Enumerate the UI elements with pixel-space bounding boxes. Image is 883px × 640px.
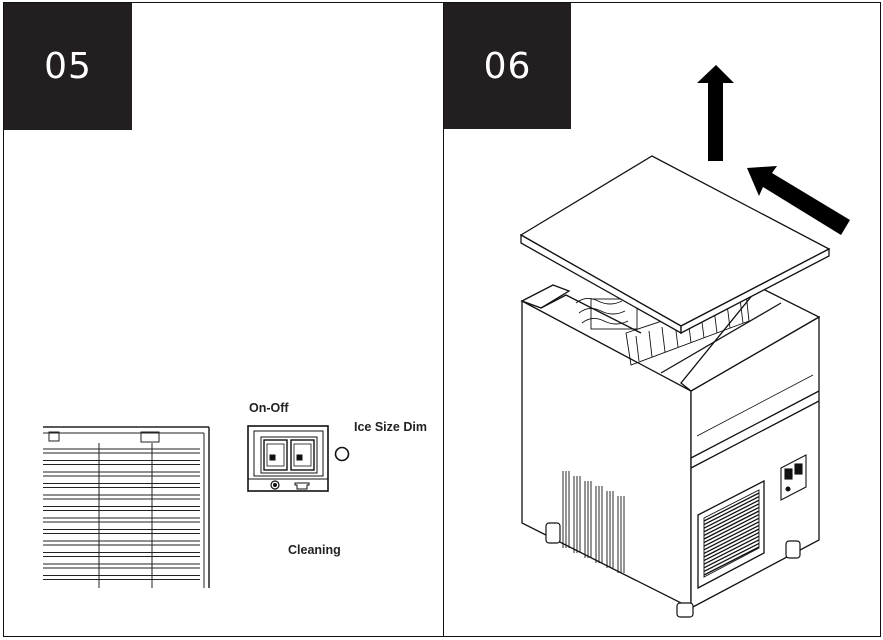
grille-slat	[703, 521, 760, 551]
grille-slat	[703, 535, 760, 565]
top-lid	[519, 155, 831, 335]
grille-slat	[703, 517, 760, 547]
slide-back-arrow-icon	[747, 166, 850, 235]
ice-size-dim-label: Ice Size Dim	[354, 420, 427, 434]
grille-slat	[703, 499, 760, 529]
grille-slat	[703, 492, 760, 522]
grille-slat	[703, 524, 760, 554]
side-vents	[562, 471, 625, 573]
grille-slat	[703, 539, 760, 569]
step-05-badge: 05	[4, 3, 132, 130]
step-05-panel: 05 On-Off Ic	[3, 2, 445, 637]
grille-slat	[703, 506, 760, 536]
machine-feet	[545, 522, 801, 618]
ice-size-dial[interactable]	[334, 446, 350, 462]
front-grille	[43, 426, 210, 588]
grille-slat	[703, 503, 760, 533]
cleaning-label: Cleaning	[288, 543, 341, 557]
control-panel-illustration	[43, 425, 350, 588]
on-off-label: On-Off	[249, 401, 289, 415]
grille-slat	[703, 510, 760, 540]
ice-machine-cabinet	[520, 284, 821, 610]
grille-slat	[703, 514, 760, 544]
grille-slat	[703, 546, 760, 576]
grille-slat	[703, 496, 760, 526]
lift-up-arrow-icon	[697, 65, 734, 161]
front-control-panel	[780, 454, 807, 501]
grille-slat	[703, 542, 760, 572]
switch-box	[247, 425, 329, 492]
grille-slat	[703, 528, 760, 558]
step-06-panel: 06	[443, 2, 881, 637]
ice-machine-illustration	[519, 65, 850, 618]
front-grille	[697, 479, 765, 590]
step-06-badge: 06	[444, 3, 571, 129]
grille-slat	[703, 532, 760, 562]
